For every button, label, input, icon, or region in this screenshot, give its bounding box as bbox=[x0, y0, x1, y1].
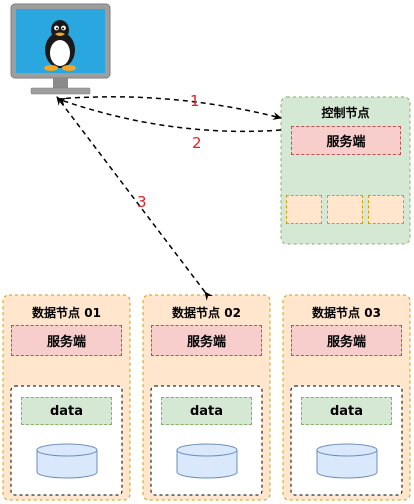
edge-2-control-to-client bbox=[57, 97, 282, 133]
data-node-03-title: 数据节点 03 bbox=[312, 306, 381, 320]
control-node-slot-2 bbox=[327, 195, 363, 224]
edge-1-client-to-control bbox=[56, 96, 282, 120]
edge-3-client-to-data-node bbox=[56, 96, 214, 301]
data-node-02-service-box: 服务端 bbox=[151, 325, 262, 356]
data-node-03-data-box: data bbox=[301, 397, 392, 425]
data-node-01-service-box: 服务端 bbox=[11, 325, 122, 356]
control-node-title: 控制节点 bbox=[321, 106, 370, 120]
linux-client-computer-icon bbox=[10, 3, 111, 95]
control-node-service-box: 服务端 bbox=[291, 126, 401, 155]
control-node-slot-3 bbox=[368, 195, 404, 224]
data-node-01-database-icon bbox=[36, 443, 98, 479]
edge-label-2: 2 bbox=[192, 134, 202, 152]
control-node-slot-1 bbox=[286, 195, 322, 224]
data-node-02-data-box: data bbox=[161, 397, 252, 425]
data-node-02-database-icon bbox=[176, 443, 238, 479]
data-node-02-title: 数据节点 02 bbox=[172, 306, 241, 320]
data-node-03-service-box: 服务端 bbox=[291, 325, 402, 356]
tux-penguin-icon bbox=[44, 20, 76, 71]
edge-label-3: 3 bbox=[137, 193, 147, 211]
data-node-01-data-box: data bbox=[21, 397, 112, 425]
edge-label-1: 1 bbox=[190, 92, 200, 110]
data-node-01-title: 数据节点 01 bbox=[32, 306, 101, 320]
data-node-03-database-icon bbox=[316, 443, 378, 479]
